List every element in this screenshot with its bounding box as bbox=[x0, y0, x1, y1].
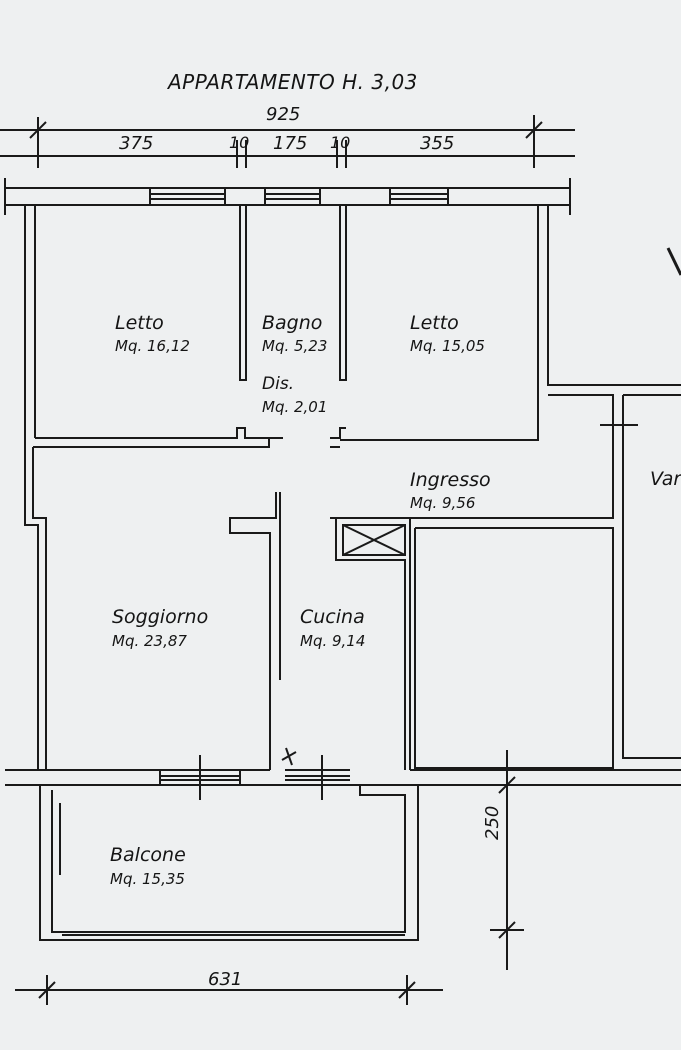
dimension-line-segments bbox=[0, 140, 575, 168]
room-bagno-area: Mq. 5,23 bbox=[262, 337, 328, 355]
exterior-wall-bottom bbox=[5, 747, 681, 800]
room-bagno-name: Bagno bbox=[262, 312, 323, 334]
dimension-left-segment: 375 bbox=[119, 133, 154, 154]
dimension-mid-segment: 175 bbox=[273, 133, 308, 154]
exterior-walls bbox=[5, 205, 681, 771]
dimension-line-balcony-depth bbox=[490, 750, 524, 970]
room-letto-1-area: Mq. 16,12 bbox=[115, 337, 190, 355]
dimension-wall-1: 10 bbox=[229, 133, 250, 152]
room-cucina-area: Mq. 9,14 bbox=[300, 632, 366, 650]
dimension-line-total bbox=[0, 115, 575, 168]
dimension-line-balcony-width bbox=[15, 975, 443, 1005]
room-ingresso-area: Mq. 9,56 bbox=[410, 494, 476, 512]
room-letto-2-name: Letto bbox=[410, 312, 459, 334]
plan-title: APPARTAMENTO H. 3,03 bbox=[168, 70, 418, 94]
room-letto-2-area: Mq. 15,05 bbox=[410, 337, 485, 355]
dimension-balcony-width: 631 bbox=[208, 969, 243, 990]
dimension-wall-2: 10 bbox=[330, 133, 351, 152]
exterior-wall-top bbox=[4, 178, 571, 215]
dimension-balcony-depth: 250 bbox=[482, 805, 503, 840]
room-soggiorno-area: Mq. 23,87 bbox=[112, 632, 187, 650]
room-dis-area: Mq. 2,01 bbox=[262, 398, 328, 416]
room-soggiorno-name: Soggiorno bbox=[112, 606, 209, 628]
room-dis-name: Dis. bbox=[262, 374, 295, 394]
room-cucina-name: Cucina bbox=[300, 606, 365, 628]
room-balcone-area: Mq. 15,35 bbox=[110, 870, 185, 888]
dimension-total-width: 925 bbox=[266, 104, 301, 125]
room-letto-1-name: Letto bbox=[115, 312, 164, 334]
balcony-outline bbox=[39, 785, 419, 941]
dimension-right-segment: 355 bbox=[420, 133, 455, 154]
interior-walls bbox=[33, 205, 410, 770]
room-balcone-name: Balcone bbox=[110, 844, 186, 866]
room-var-name: Var bbox=[650, 468, 681, 490]
room-ingresso-name: Ingresso bbox=[410, 469, 491, 491]
